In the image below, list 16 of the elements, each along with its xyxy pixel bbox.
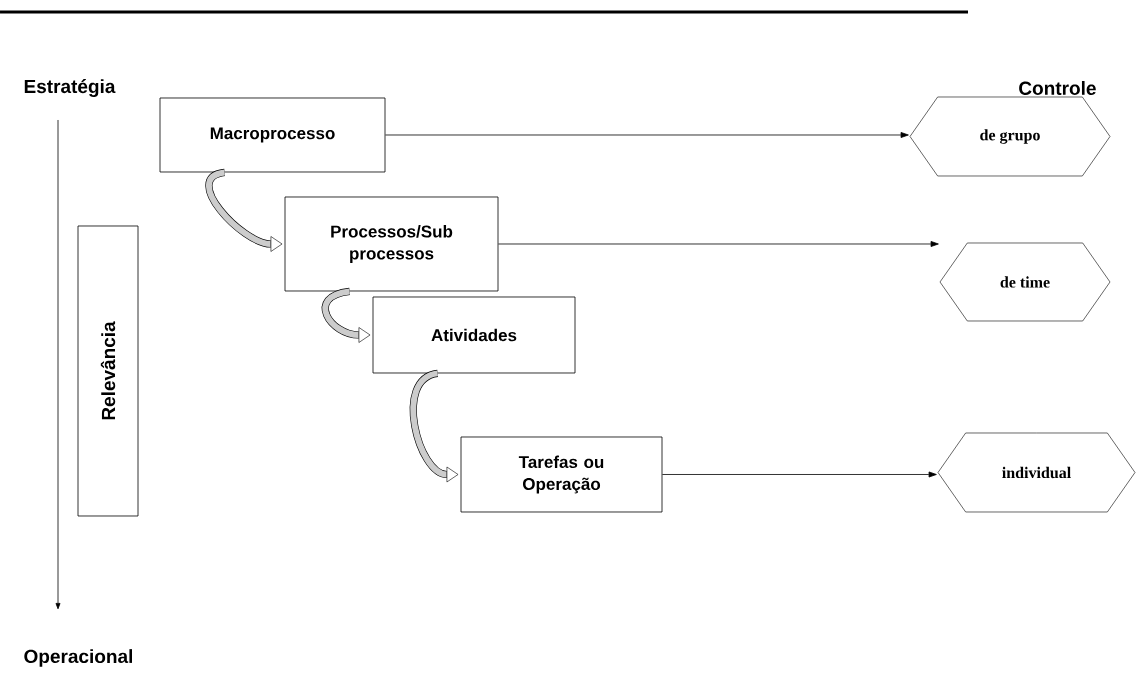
relevance-box: Relevância (77, 225, 139, 517)
process-box: Tarefas ou Operação (460, 436, 663, 513)
control-hexagon: individual (937, 432, 1136, 513)
curved-block-arrow (409, 369, 459, 483)
arrow (662, 471, 937, 478)
control-hexagon: de time (939, 242, 1111, 322)
axis-label: Estratégia (24, 79, 116, 97)
arrow (385, 132, 909, 138)
curved-block-arrow (205, 168, 283, 252)
arrow (498, 241, 939, 247)
axis-label: Operacional (24, 649, 132, 667)
curved-block-arrow (321, 287, 371, 343)
process-box: Processos/Sub processos (284, 196, 499, 292)
process-box: Atividades (372, 296, 576, 374)
control-hexagon: de grupo (909, 96, 1111, 177)
process-box: Macroprocesso (159, 97, 386, 173)
